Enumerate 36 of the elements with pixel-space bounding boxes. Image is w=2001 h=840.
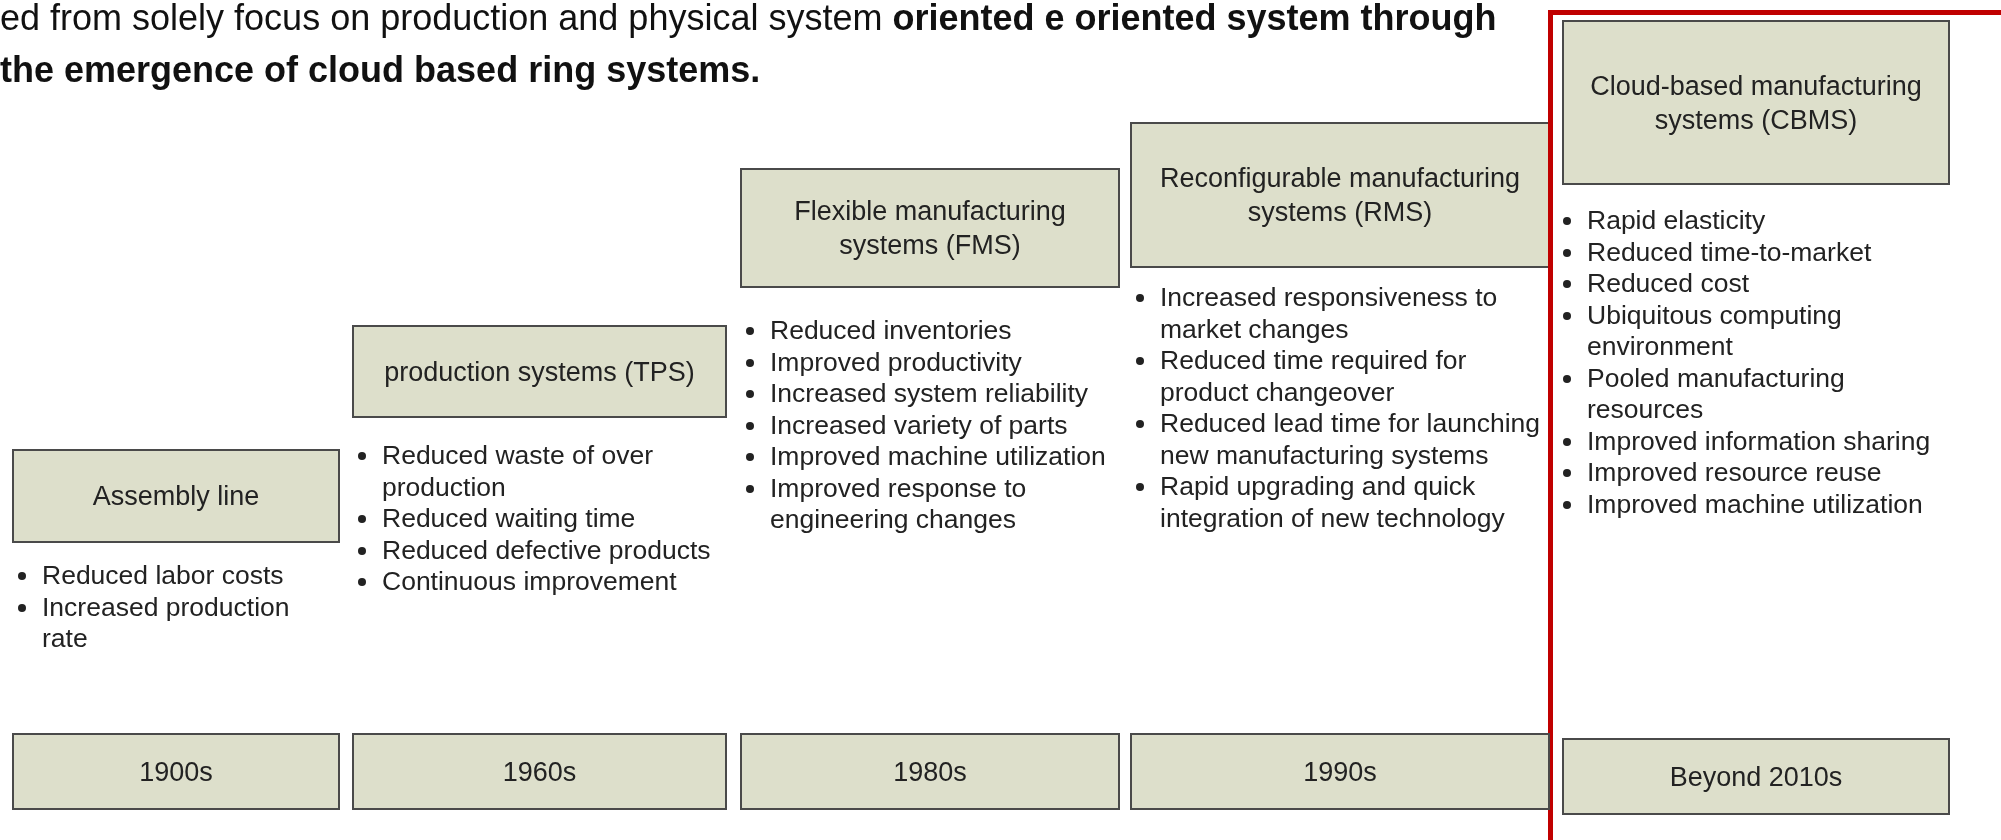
period-box: 1960s (352, 733, 727, 810)
bullet-item: Increased production rate (12, 591, 342, 655)
intro-text: ed from solely focus on production and physical system oriented e oriented system through the emergence of cloud based ring systems. (0, 0, 1498, 92)
highlight-frame (1548, 10, 2001, 840)
system-box: Reconfigurable manufacturing systems (RMS) (1130, 122, 1550, 268)
bullet-item: Reduced defective products (352, 534, 732, 566)
bullet-item: Reduced waiting time (352, 503, 732, 535)
bullet-item: Improved machine utilization (740, 441, 1130, 473)
period-box: 1900s (12, 733, 340, 810)
system-box: Cloud-based manufacturing systems (CBMS) (1562, 20, 1950, 185)
system-box: Assembly line (12, 449, 340, 543)
bullet-item: Reduced time required for product changeover (1130, 345, 1550, 408)
bullet-item: Increased system reliability (740, 378, 1130, 410)
period-box: 1990s (1130, 733, 1550, 810)
system-box: Flexible manufacturing systems (FMS) (740, 168, 1120, 288)
bullet-item: Reduced labor costs (12, 560, 342, 592)
period-box: 1980s (740, 733, 1120, 810)
bullet-item: Rapid elasticity (1557, 205, 1947, 237)
bullet-item: Improved information sharing (1557, 425, 1947, 457)
bullet-item: Improved response to engineering changes (740, 472, 1130, 536)
bullet-item: Reduced inventories (740, 315, 1130, 347)
system-box: production systems (TPS) (352, 325, 727, 418)
bullet-item: Ubiquitous computing environment (1557, 299, 1947, 363)
bullet-item: Improved resource reuse (1557, 457, 1947, 489)
period-box: Beyond 2010s (1562, 738, 1950, 815)
bullet-item: Increased responsiveness to market changes (1130, 282, 1550, 345)
bullet-item: Reduced cost (1557, 268, 1947, 300)
bullet-item: Increased variety of parts (740, 409, 1130, 441)
bullet-item: Rapid upgrading and quick integration of new technology (1130, 471, 1550, 534)
bullet-item: Improved machine utilization (1557, 488, 1947, 520)
bullet-item: Reduced time-to-market (1557, 236, 1947, 268)
bullet-item: Improved productivity (740, 346, 1130, 378)
bullet-item: Pooled manufacturing resources (1557, 362, 1947, 426)
bullet-item: Reduced waste of over production (352, 440, 732, 503)
bullet-item: Reduced lead time for launching new manufacturing systems (1130, 408, 1550, 471)
bullet-item: Continuous improvement (352, 566, 732, 598)
